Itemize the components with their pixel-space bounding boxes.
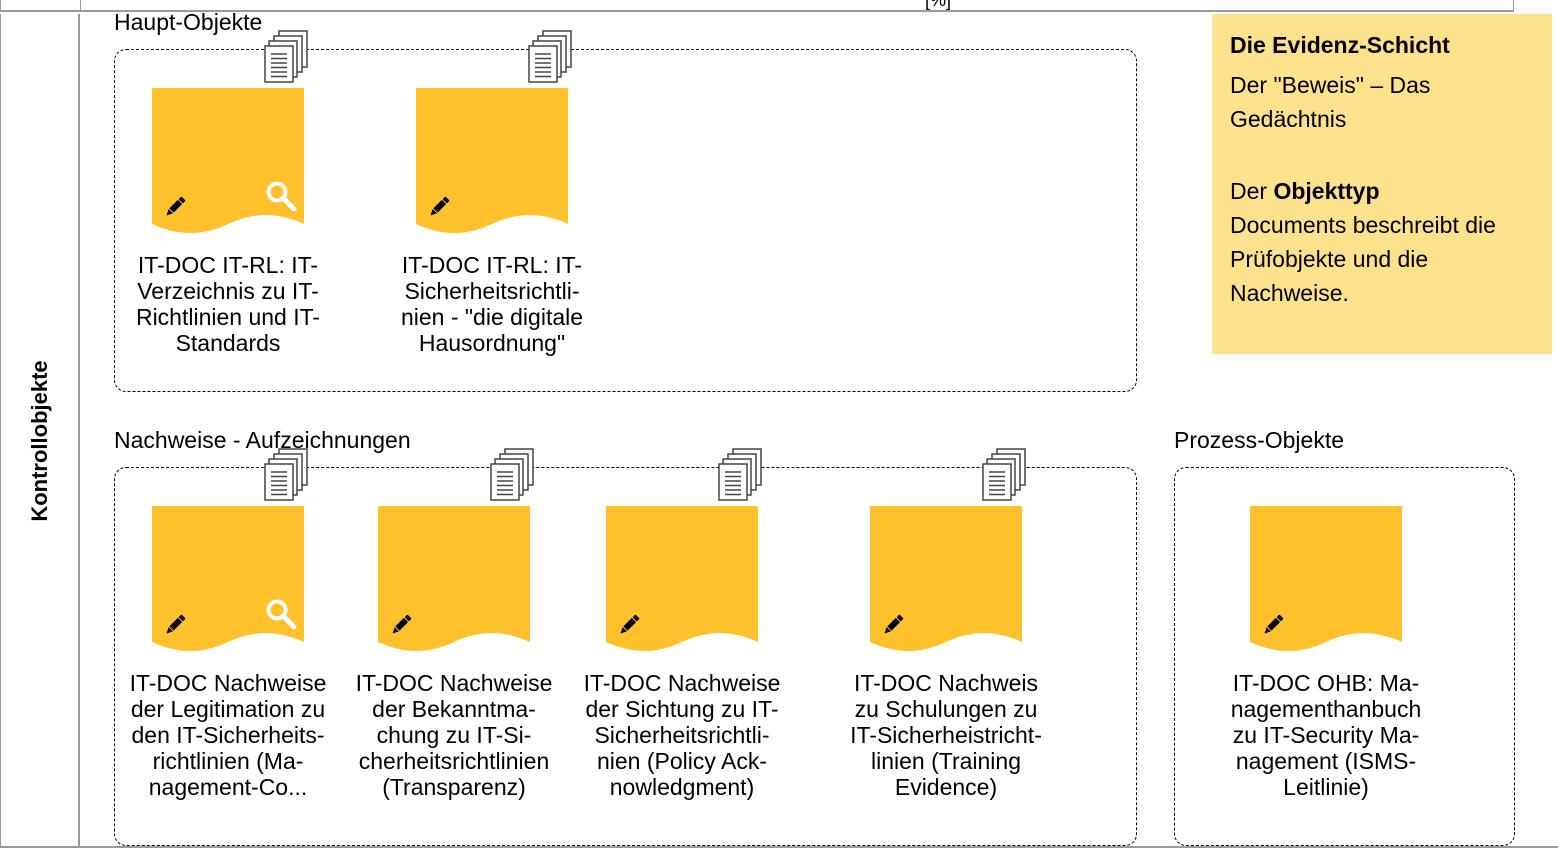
document-label-line: Sicherheitsrichtli- [404, 278, 580, 304]
document-label-line: den IT-Sicherheits- [131, 722, 325, 748]
document-stack-icon [718, 448, 762, 501]
document-object[interactable] [152, 88, 304, 234]
document-stack[interactable] [264, 448, 308, 502]
document-label-line: Richtlinien und IT- [135, 304, 321, 330]
document-label-line: IT-DOC Nachweise [583, 670, 781, 696]
document-label-line: nien (Policy Ack- [596, 748, 767, 774]
document-label-line: IT-DOC Nachweis [853, 670, 1039, 696]
document-label-line: Hausordnung" [418, 330, 566, 356]
strip-divider-left [0, 0, 1, 12]
document-label-line: nagement (ISMS- [1235, 748, 1417, 774]
document-label-line: Evidence) [894, 774, 998, 800]
note-line-1: Der "Beweis" – Das Gedächtnis [1230, 72, 1431, 132]
document-shape [606, 506, 758, 651]
document-object[interactable] [606, 506, 758, 652]
document-label-line: der Sichtung zu IT- [585, 696, 779, 722]
document-label-line: Standards [175, 330, 281, 356]
document-label-line: IT-DOC OHB: Ma- [1232, 670, 1420, 696]
document-stack[interactable] [490, 448, 534, 502]
document-stack-icon [264, 30, 308, 83]
previous-lane-strip: [%] [0, 0, 1514, 12]
document-label-line: IT-DOC IT-RL: IT- [401, 252, 583, 278]
pencil-icon[interactable] [880, 612, 906, 638]
document-shape [416, 88, 568, 233]
pencil-icon[interactable] [1260, 612, 1286, 638]
document-object[interactable] [416, 88, 568, 234]
pencil-icon[interactable] [162, 612, 188, 638]
document-label-line: IT-DOC IT-RL: IT- [137, 252, 319, 278]
document-stack[interactable] [528, 30, 572, 84]
document-object[interactable] [378, 506, 530, 652]
document-stack[interactable] [982, 448, 1026, 502]
note-body-prefix: Der [1230, 178, 1274, 204]
document-stack-icon [982, 448, 1026, 501]
document-label-line: Sicherheitsrichtli- [594, 722, 770, 748]
swimlane-title: Kontrollobjekte [27, 360, 52, 522]
pencil-icon[interactable] [616, 612, 642, 638]
document-stack[interactable] [718, 448, 762, 502]
pencil-icon[interactable] [162, 194, 188, 220]
document-shape [1250, 506, 1402, 651]
document-label: IT-DOC IT-RL: IT-Sicherheitsrichtli-nien… [377, 252, 607, 356]
note-title: Die Evidenz-Schicht [1230, 32, 1450, 58]
document-label-line: zu IT-Security Ma- [1232, 722, 1420, 748]
document-shape [378, 506, 530, 651]
swimlane [0, 14, 1558, 848]
document-label-line: nagementhanbuch [1230, 696, 1422, 722]
document-shape [152, 506, 304, 651]
document-label-line: IT-DOC Nachweise [355, 670, 553, 696]
group-records-label: Nachweise - Aufzeichnungen [114, 427, 411, 453]
strip-divider [80, 0, 81, 12]
pencil-icon[interactable] [426, 194, 452, 220]
document-label-line: nagement-Co... [148, 774, 308, 800]
document-label-line: IT-Sicherheistricht- [850, 722, 1042, 748]
document-stack-icon [490, 448, 534, 501]
swimlane-header: Kontrollobjekte [0, 14, 80, 848]
document-label-line: linien (Training [871, 748, 1021, 774]
document-label-line: der Legitimation zu [130, 696, 326, 722]
group-process-objects[interactable] [1174, 467, 1515, 846]
strip-fragment-text: [%] [925, 0, 952, 10]
group-main-objects-label: Haupt-Objekte [114, 9, 263, 35]
magnifier-icon[interactable] [265, 180, 297, 212]
document-object[interactable] [1250, 506, 1402, 652]
pencil-icon[interactable] [388, 612, 414, 638]
document-label-line: nowledgment) [609, 774, 755, 800]
magnifier-icon[interactable] [265, 598, 297, 630]
document-stack-icon [528, 30, 572, 83]
document-stack-icon [264, 448, 308, 501]
note-body: Der Objekttyp Documents beschreibt die P… [1230, 174, 1534, 310]
group-records[interactable] [114, 467, 1137, 846]
document-shape [152, 88, 304, 233]
document-object[interactable] [152, 506, 304, 652]
document-label-line: Verzeichnis zu IT- [137, 278, 319, 304]
document-label-line: Leitlinie) [1283, 774, 1369, 800]
document-object[interactable] [870, 506, 1022, 652]
document-label-line: cherheitsrichtlinien [358, 748, 550, 774]
evidence-layer-note[interactable]: Die Evidenz-Schicht Der "Beweis" – Das G… [1212, 14, 1552, 354]
document-label-line: der Bekanntma- [372, 696, 536, 722]
document-shape [870, 506, 1022, 651]
document-label: IT-DOC IT-RL: IT-Verzeichnis zu IT-Richt… [113, 252, 343, 356]
note-body-text: Documents beschreibt die Prüfobjekte und… [1230, 212, 1496, 306]
note-body-bold: Objekttyp [1273, 178, 1380, 204]
document-label-line: IT-DOC Nachweise [129, 670, 327, 696]
document-label-line: richtlinien (Ma- [152, 748, 304, 774]
document-label-line: chung zu IT-Si- [376, 722, 532, 748]
group-main-objects[interactable] [114, 49, 1137, 392]
document-label-line: (Transparenz) [382, 774, 526, 800]
document-label-line: zu Schulungen zu [854, 696, 1038, 722]
document-label-line: nien - "die digitale [400, 304, 584, 330]
group-process-objects-label: Prozess-Objekte [1174, 427, 1345, 453]
document-stack[interactable] [264, 30, 308, 84]
